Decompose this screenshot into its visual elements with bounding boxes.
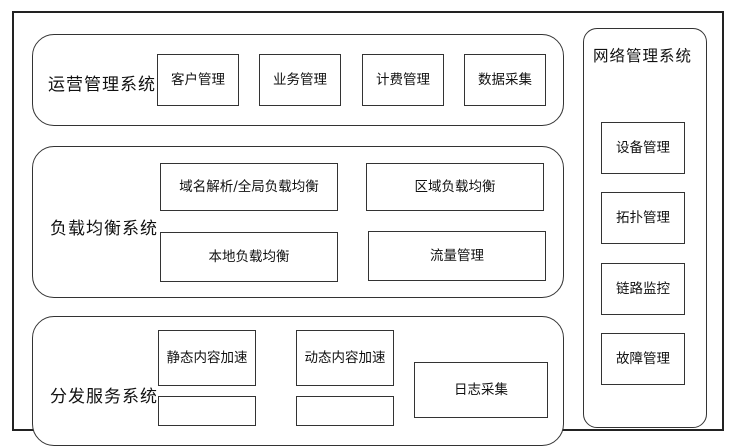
ops-system-title: 运营管理系统 [48,75,156,95]
distribution-service-title: 分发服务系统 [50,387,158,407]
customer-management-box: 客户管理 [157,54,239,106]
static-acceleration-box: 静态内容加速 [158,330,256,386]
fault-management-box: 故障管理 [601,333,685,385]
traffic-management-box: 流量管理 [368,231,546,281]
dynamic-acceleration-box: 动态内容加速 [296,330,394,386]
dns-global-lb-box: 域名解析/全局负载均衡 [160,163,338,211]
topology-management-box: 拓扑管理 [601,192,685,244]
device-management-box: 设备管理 [601,122,685,174]
link-monitoring-box: 链路监控 [601,263,685,315]
lower-box-middle [296,396,394,426]
business-management-box: 业务管理 [259,54,341,106]
log-collection-box: 日志采集 [414,362,548,418]
load-balancing-title: 负载均衡系统 [50,219,158,239]
regional-lb-box: 区域负载均衡 [366,163,544,211]
network-management-title: 网络管理系统 [593,47,693,65]
billing-management-box: 计费管理 [362,54,444,106]
lower-box-left [158,396,256,426]
local-lb-box: 本地负载均衡 [160,232,338,282]
data-collection-box: 数据采集 [464,54,546,106]
